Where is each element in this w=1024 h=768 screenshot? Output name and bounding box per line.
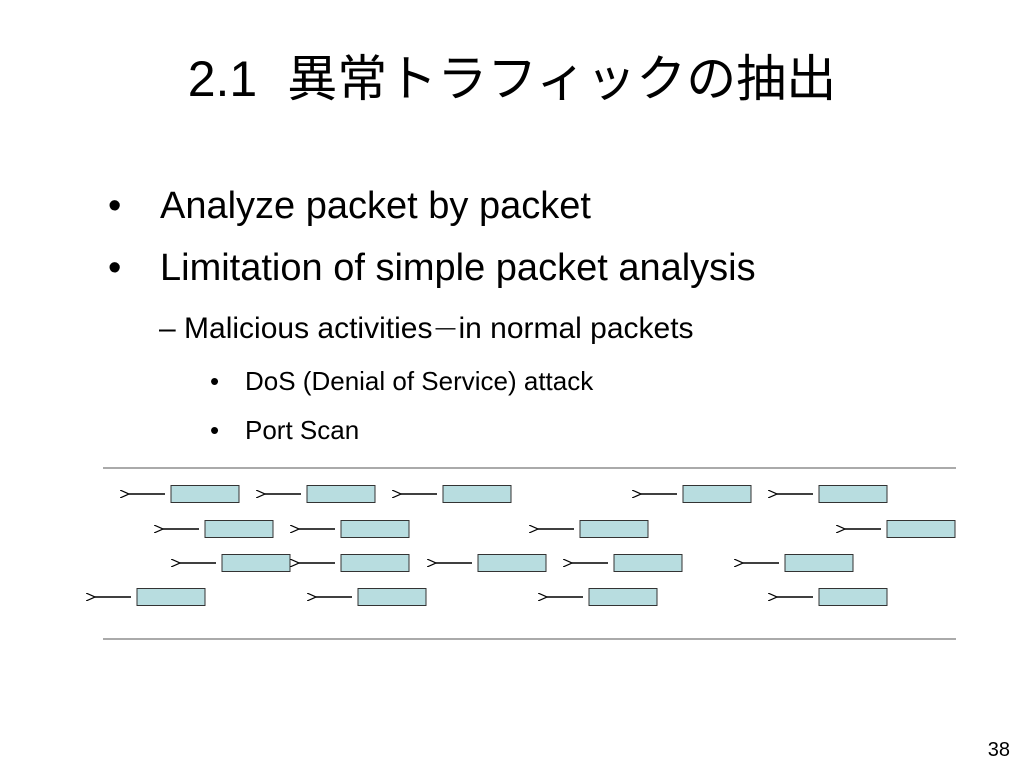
bullet-list: • Analyze packet by packet • Limitation …: [108, 185, 756, 445]
packet-box: [579, 520, 649, 538]
packet-box: [221, 554, 291, 572]
packet-box: [340, 520, 410, 538]
dash-marker: –: [159, 312, 176, 345]
bullet-text: Analyze packet by packet: [160, 185, 591, 227]
packet-box: [613, 554, 683, 572]
bullet-marker: •: [210, 366, 220, 396]
bullet-text: DoS (Denial of Service) attack: [245, 366, 594, 396]
packet-box: [340, 554, 410, 572]
packet-box: [306, 485, 376, 503]
bullet-marker: •: [210, 415, 220, 445]
packet-box: [588, 588, 658, 606]
em-dash-separator: —: [435, 317, 456, 339]
slide-title: 2.1 異常トラフィックの抽出: [0, 48, 1024, 110]
bullet-text: Limitation of simple packet analysis: [160, 247, 756, 289]
packet-box: [886, 520, 956, 538]
packet-box: [136, 588, 206, 606]
bullet-text: Port Scan: [245, 415, 360, 445]
packet-box: [682, 485, 752, 503]
slide-title-number: 2.1: [187, 51, 258, 107]
packet-box: [170, 485, 240, 503]
sub-bullet-malicious: – Malicious activities—in normal packets: [159, 310, 694, 347]
packet-box: [477, 554, 547, 572]
bullet-marker: •: [108, 247, 122, 289]
bullet-marker: •: [108, 185, 122, 227]
sub-bullet-text-after: in normal packets: [458, 312, 694, 345]
packet-layer: [95, 485, 956, 606]
packet-box: [784, 554, 854, 572]
packet-box: [204, 520, 274, 538]
slide-title-text: 異常トラフィックの抽出: [287, 51, 837, 107]
packet-box: [818, 588, 888, 606]
packet-box: [442, 485, 512, 503]
sub-bullet-text-before: Malicious activities: [184, 312, 433, 345]
page-number: 38: [987, 739, 1010, 761]
packet-box: [357, 588, 427, 606]
packet-box: [818, 485, 888, 503]
